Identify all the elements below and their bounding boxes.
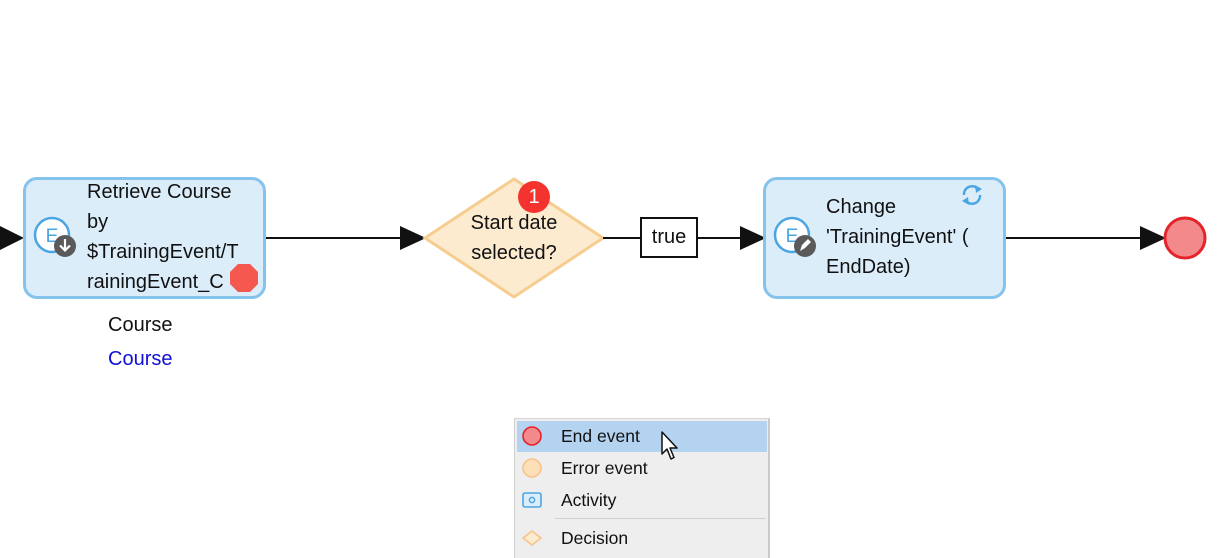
decision-shape[interactable] (422, 177, 606, 299)
activity-icon (522, 492, 542, 508)
output-variable-name: Course (108, 314, 173, 336)
menu-item-error-event[interactable]: Error event (517, 453, 767, 484)
flow-arrowhead (0, 226, 24, 250)
condition-label[interactable]: true (640, 217, 698, 258)
flow-arrowhead (1140, 226, 1166, 250)
refresh-icon (962, 185, 982, 205)
menu-item-decision[interactable]: Decision (517, 523, 767, 554)
menu-item-end-event[interactable]: End event (517, 421, 767, 452)
flow-arrowhead (400, 226, 426, 250)
decision-caption: Start date selected? (470, 212, 558, 264)
end-event-icon (522, 426, 542, 446)
menu-item-label: Decision (561, 528, 629, 548)
retrieve-course-activity[interactable] (23, 177, 266, 299)
decision-icon (521, 529, 543, 547)
retrieve-entity-icon: E (33, 216, 76, 257)
error-count-badge[interactable]: 1 (518, 181, 550, 213)
error-stop-icon (230, 264, 258, 292)
menu-item-activity[interactable]: Activity (517, 485, 767, 516)
menu-item-label: End event (561, 426, 640, 446)
menu-separator (555, 518, 766, 519)
output-variable-type[interactable]: Course (108, 348, 173, 370)
change-entity-icon: E (773, 216, 816, 257)
error-event-icon (522, 458, 542, 478)
mouse-cursor-icon (661, 431, 678, 460)
end-event[interactable] (1163, 216, 1207, 260)
menu-item-label: Error event (561, 458, 648, 478)
flow-arrowhead (740, 226, 766, 250)
retrieve-action-caption: Retrieve Course by $TrainingEvent/T rain… (87, 181, 239, 293)
change-action-caption: Change 'TrainingEvent' ( EndDate) (826, 196, 969, 278)
context-menu: End event Error event Activity Decision (514, 418, 770, 558)
menu-item-label: Activity (561, 490, 617, 510)
